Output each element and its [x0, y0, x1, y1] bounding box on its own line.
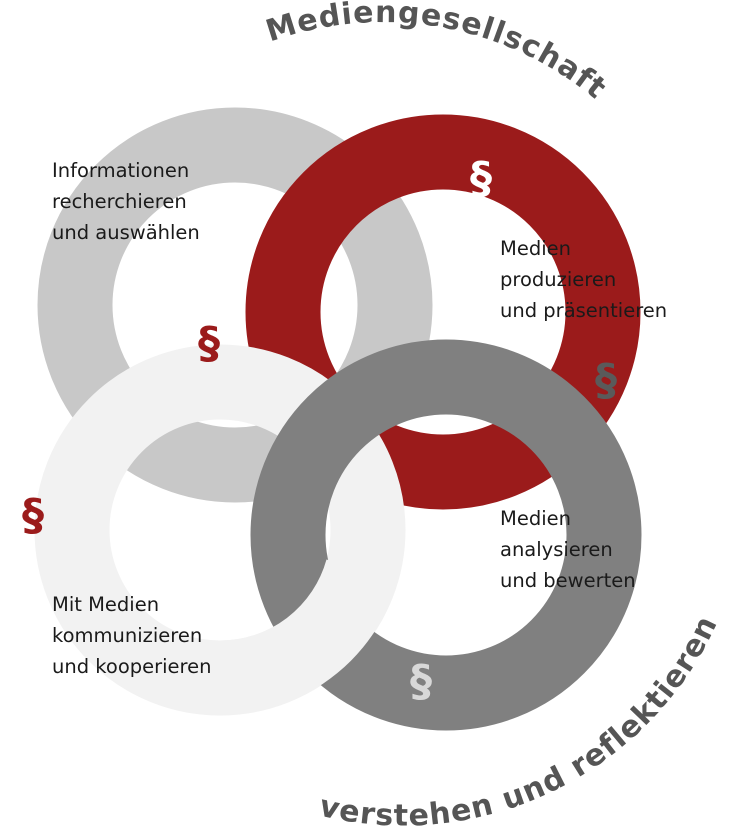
section-symbol-analyse-bottom: §	[410, 656, 432, 707]
ring-produce	[245, 114, 641, 510]
ring-analyse	[250, 339, 642, 731]
label-produce-line-1: Medien	[500, 237, 571, 260]
ring-communicate-overlap	[35, 345, 405, 715]
section-symbol-analyse-top: §	[595, 355, 617, 406]
label-analyse-line-1: Medien	[500, 507, 571, 530]
ring-information	[37, 107, 433, 503]
label-produce-line-2: produzieren	[500, 268, 616, 291]
label-information: Informationen recherchieren und auswähle…	[52, 159, 200, 244]
label-information-line-1: Informationen	[52, 159, 189, 182]
label-communicate-line-3: und kooperieren	[52, 655, 212, 678]
section-symbol-communicate: §	[22, 490, 44, 541]
label-analyse-line-3: und bewerten	[500, 569, 636, 592]
section-symbol-produce: §	[470, 153, 492, 204]
label-communicate-line-2: kommunizieren	[52, 624, 202, 647]
label-communicate: Mit Medien kommunizieren und kooperieren	[52, 593, 212, 678]
label-produce-line-3: und präsentieren	[500, 299, 667, 322]
label-communicate-line-1: Mit Medien	[52, 593, 159, 616]
label-analyse: Medien analysieren und bewerten	[500, 507, 636, 592]
label-produce: Medien produzieren und präsentieren	[500, 237, 667, 322]
arc-heading-top: Mediengesellschaft	[262, 0, 613, 106]
label-analyse-line-2: analysieren	[500, 538, 613, 561]
label-information-line-2: recherchieren	[52, 190, 187, 213]
label-information-line-3: und auswählen	[52, 221, 200, 244]
section-symbol-information: §	[198, 318, 220, 369]
